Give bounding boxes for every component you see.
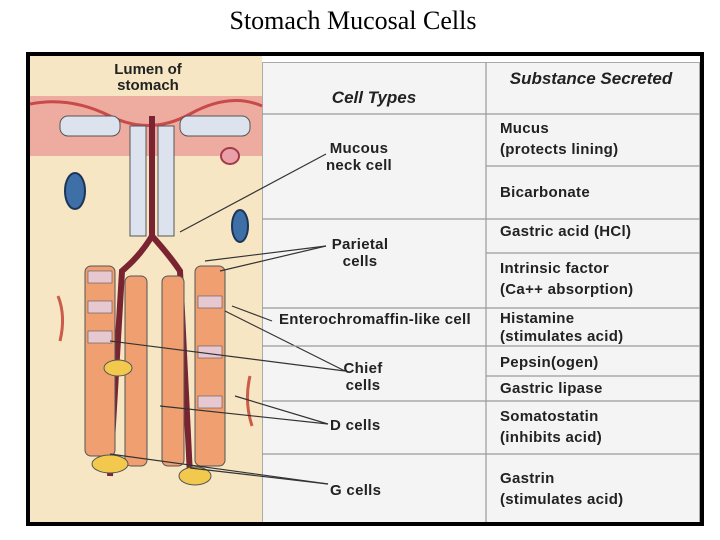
substance-name: Gastric acid (HCl): [500, 223, 632, 240]
substance-gastric-lipase: Gastric lipase: [494, 378, 698, 399]
substance-name: Histamine: [500, 310, 575, 327]
substance-note: (stimulates acid): [500, 491, 624, 508]
blood-vessel: [231, 209, 249, 243]
substance-mucus: Mucus (protects lining): [494, 118, 698, 160]
substance-name: Gastrin: [500, 470, 555, 487]
substance-bicarbonate: Bicarbonate: [494, 182, 698, 203]
substance-gastrin: Gastrin (stimulates acid): [494, 468, 698, 510]
cell-type-mucous-neck: Mucous neck cell: [325, 140, 393, 174]
gland-lumen-right: [149, 233, 193, 477]
pointer-lines: [109, 153, 346, 485]
substance-gastric-acid: Gastric acid (HCl): [494, 221, 698, 242]
epithelial-cells: [59, 115, 251, 486]
substance-name: Mucus: [500, 120, 550, 137]
substance-name: Bicarbonate: [500, 184, 590, 201]
substance-intrinsic-factor: Intrinsic factor (Ca++ absorption): [494, 258, 698, 300]
lumen-label: Lumen of stomach: [114, 61, 182, 94]
cell-type-d: D cells: [330, 417, 381, 434]
blood-vessel: [64, 172, 86, 210]
substance-note: (stimulates acid): [500, 328, 624, 345]
cell-type-g: G cells: [330, 482, 382, 499]
substance-note: (Ca++ absorption): [500, 281, 634, 298]
table-background: [262, 62, 700, 522]
cell-type-chief: Chief cells: [343, 360, 383, 394]
substance-somatostatin: Somatostatin (inhibits acid): [494, 406, 698, 448]
substance-name: Pepsin(ogen): [500, 354, 599, 371]
diagram-frame: Lumen of stomach Cell Types Substance Se…: [26, 52, 704, 526]
gastric-gland-illustration: [30, 56, 700, 522]
substance-name: Intrinsic factor: [500, 260, 609, 277]
substance-pepsin: Pepsin(ogen): [494, 352, 698, 373]
substance-histamine: Histamine (stimulates acid): [494, 310, 698, 346]
substance-name: Somatostatin: [500, 408, 599, 425]
substance-note: (inhibits acid): [500, 429, 602, 446]
header-substance: Substance Secreted: [509, 69, 673, 88]
header-cell-types: Cell Types: [331, 88, 417, 107]
substance-note: (protects lining): [500, 141, 619, 158]
cell-type-enterochromaffin: Enterochromaffin-like cell: [278, 311, 471, 328]
substance-name: Gastric lipase: [500, 380, 603, 397]
slide-title: Stomach Mucosal Cells: [229, 6, 477, 35]
table-grid: [262, 62, 700, 522]
cell-type-parietal: Parietal cells: [331, 236, 389, 270]
blood-vessel: [220, 147, 240, 165]
